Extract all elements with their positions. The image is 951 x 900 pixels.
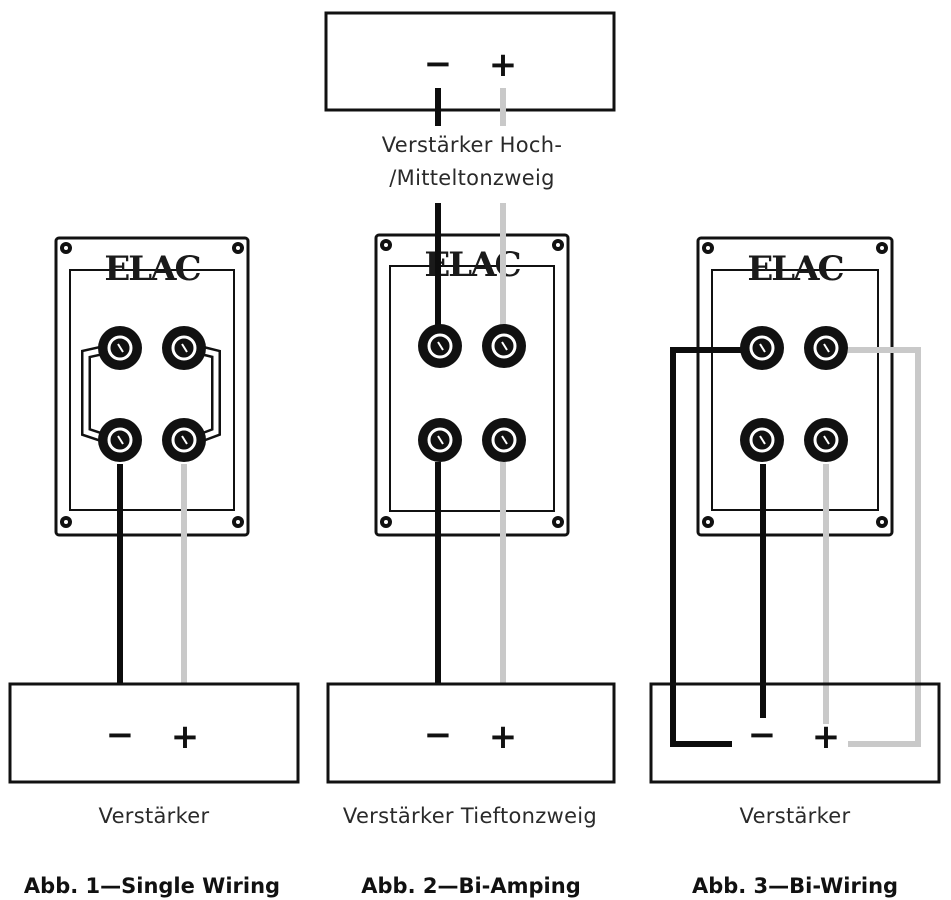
screw-icon	[232, 516, 244, 528]
negative-wire-upper	[670, 347, 742, 747]
screw-icon	[60, 242, 72, 254]
panel-bi-amping: − + Verstärker Hoch- /Mitteltonzweig ELA…	[324, 11, 616, 898]
screw-icon	[380, 239, 392, 251]
screw-icon	[60, 516, 72, 528]
speaker-plate	[54, 236, 250, 537]
minus-sign: −	[424, 44, 453, 84]
elac-logo: ELAC	[747, 249, 843, 289]
screw-icon	[702, 242, 714, 254]
minus-sign: −	[748, 715, 777, 755]
terminal-icon	[418, 324, 462, 368]
screw-icon	[702, 516, 714, 528]
elac-logo: ELAC	[104, 249, 200, 289]
screw-icon	[552, 239, 564, 251]
figure-caption: Abb. 3—Bi-Wiring	[692, 874, 898, 898]
amplifier-label: Verstärker	[740, 804, 851, 828]
terminal-icon	[482, 324, 526, 368]
amplifier-label: Verstärker	[99, 804, 210, 828]
amplifier-box	[8, 682, 300, 784]
terminal-icon	[482, 418, 526, 462]
minus-sign: −	[424, 715, 453, 755]
terminal-icon	[98, 418, 142, 462]
speaker-plate-inner	[69, 269, 235, 511]
positive-wire-upper	[848, 347, 921, 747]
figure-caption: Abb. 2—Bi-Amping	[361, 874, 581, 898]
terminal-icon	[804, 418, 848, 462]
top-amplifier-label-line2: /Mitteltonzweig	[389, 166, 554, 190]
panel-single-wiring: ELAC − + Verstärker Abb. 1—Single Wiring	[8, 236, 300, 898]
top-amplifier-label-line1: Verstärker Hoch-	[382, 133, 562, 157]
terminal-icon	[804, 326, 848, 370]
minus-sign: −	[106, 715, 135, 755]
plus-sign: +	[489, 717, 518, 757]
terminal-icon	[740, 418, 784, 462]
plus-sign: +	[489, 45, 518, 85]
screw-icon	[876, 242, 888, 254]
screw-icon	[876, 516, 888, 528]
terminal-icon	[418, 418, 462, 462]
panel-bi-wiring: ELAC − + Verstärker Abb. 3—Bi-Wiring	[649, 236, 941, 898]
terminal-icon	[740, 326, 784, 370]
speaker-plate	[374, 233, 570, 537]
speaker-plate-inner	[711, 269, 879, 511]
amplifier-label: Verstärker Tieftonzweig	[343, 804, 597, 828]
terminal-icon	[162, 418, 206, 462]
terminal-icon	[162, 326, 206, 370]
screw-icon	[380, 516, 392, 528]
top-amplifier-box	[324, 11, 616, 112]
amplifier-box	[326, 682, 616, 784]
terminal-icon	[98, 326, 142, 370]
speaker-plate-inner	[389, 265, 555, 512]
figure-caption: Abb. 1—Single Wiring	[24, 874, 280, 898]
plus-sign: +	[171, 717, 200, 757]
amplifier-box	[649, 682, 941, 784]
plus-sign: +	[812, 717, 841, 757]
screw-icon	[552, 516, 564, 528]
screw-icon	[232, 242, 244, 254]
speaker-plate	[696, 236, 894, 537]
